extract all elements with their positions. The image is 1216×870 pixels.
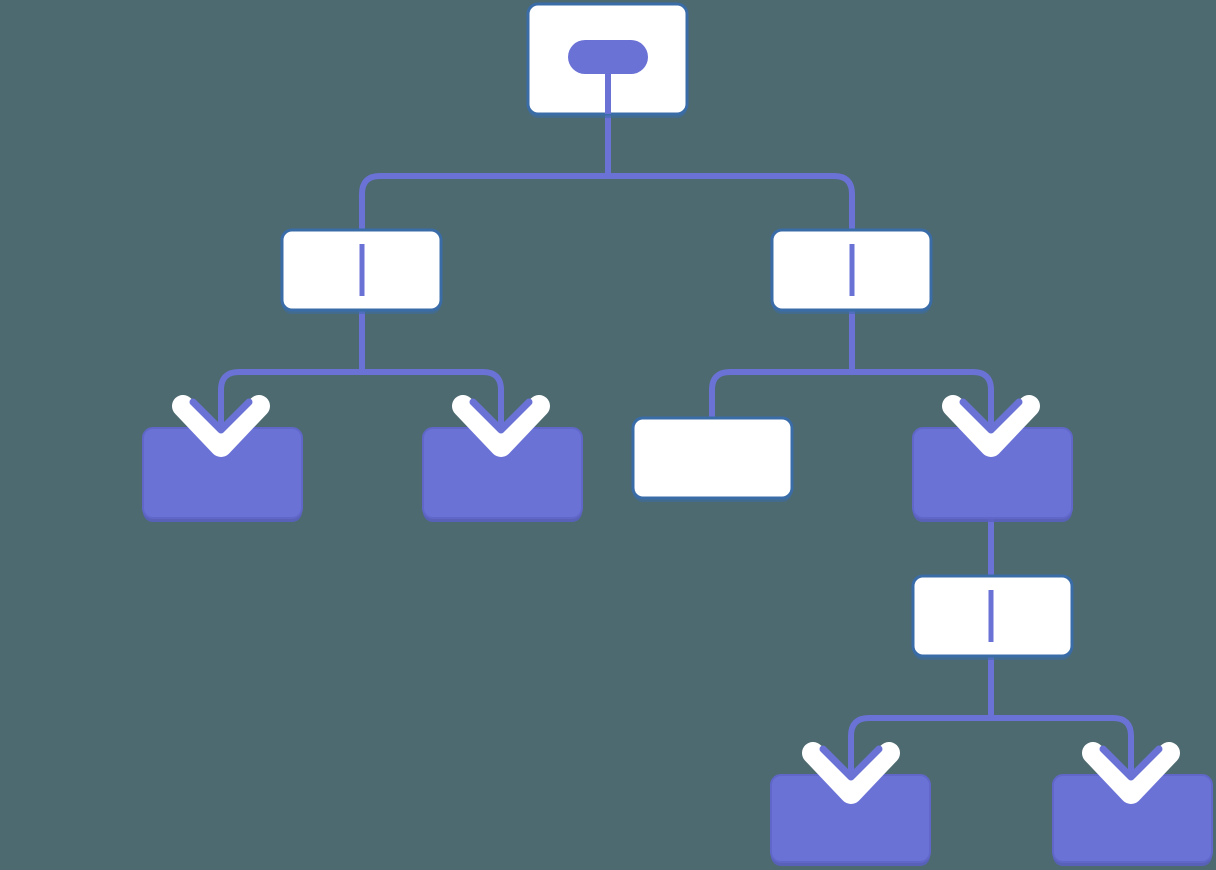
level4-right-node-arrow-chevron (1099, 745, 1163, 781)
root-node[interactable] (526, 2, 689, 118)
node-layer (142, 2, 1213, 866)
connector-root-to-level1-right (608, 173, 855, 230)
connector-level3-to-level4-left (848, 715, 991, 775)
connector-level3-to-level4-right (991, 715, 1134, 775)
connector-layer (218, 114, 1134, 775)
level2-node-b-arrow-chevron (469, 398, 533, 434)
level2-node-c[interactable] (631, 416, 794, 502)
level4-left-node-arrow-halo (802, 742, 900, 804)
connector-level1-right-to-d (852, 369, 994, 428)
level4-left-node-arrow-chevron (819, 745, 883, 781)
level2-node-a-arrow-halo (172, 395, 270, 457)
connector-level1-right-to-c (709, 369, 852, 418)
level2-node-d-arrow-halo (942, 395, 1040, 457)
connector-level1-left-to-a (218, 369, 362, 428)
level2-node-a-arrowhead (172, 395, 270, 457)
level2-node-b-arrowhead (452, 395, 550, 457)
level2-node-b-arrow-halo (452, 395, 550, 457)
level2-node-a-arrow-chevron (189, 398, 253, 434)
connector-level1-left-to-b (362, 369, 504, 428)
level4-right-node-arrowhead (1082, 742, 1180, 804)
connector-root-to-level1-left (359, 173, 608, 230)
level2-node-a[interactable] (142, 427, 303, 522)
level2-node-d-arrowhead (942, 395, 1040, 457)
root-node-pill-icon (568, 40, 648, 74)
level4-left-node-arrowhead (802, 742, 900, 804)
level1-left-node[interactable] (280, 228, 443, 314)
arrowhead-layer (172, 395, 1180, 804)
level2-node-d-arrow-chevron (959, 398, 1023, 434)
level2-node-d[interactable] (912, 427, 1073, 522)
level1-right-node[interactable] (770, 228, 933, 314)
level4-left-node[interactable] (770, 774, 931, 866)
level4-right-node-arrow-halo (1082, 742, 1180, 804)
level2-node-c-body[interactable] (631, 416, 794, 500)
level3-middle-node[interactable] (911, 574, 1074, 660)
